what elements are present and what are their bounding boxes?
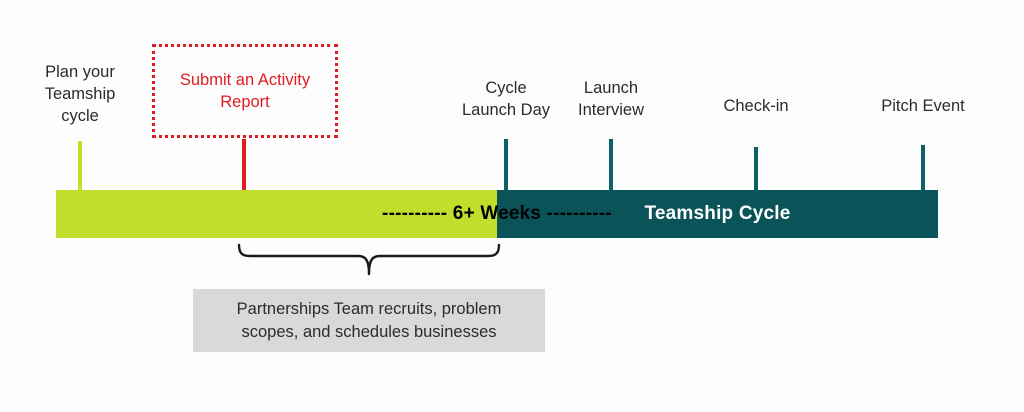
- tick-launch-interview: [609, 139, 613, 190]
- note-partnerships-team-text: Partnerships Team recruits, problem scop…: [236, 300, 502, 341]
- tick-pitch-event: [921, 145, 925, 190]
- tick-activity-report: [242, 139, 246, 190]
- label-check-in: Check-in: [723, 97, 789, 115]
- callout-activity-report-text: Submit an Activity Report: [179, 70, 311, 111]
- phase-label-prep-text: ---------- 6+ Weeks ----------: [382, 203, 612, 224]
- tick-cycle-launch: [504, 139, 508, 190]
- tick-check-in: [754, 147, 758, 190]
- callout-activity-report: Submit an Activity Report: [152, 44, 338, 138]
- phase-bar-teamship: [497, 190, 938, 238]
- phase-label-teamship: Teamship Cycle: [644, 203, 791, 224]
- tick-plan-cycle: [78, 141, 82, 190]
- label-launch-interview: Launch Interview: [577, 79, 645, 119]
- brace-bracket-icon: [237, 243, 501, 276]
- label-plan-cycle: Plan your Teamship cycle: [44, 63, 116, 125]
- label-pitch-event: Pitch Event: [881, 97, 965, 115]
- note-partnerships-team: Partnerships Team recruits, problem scop…: [193, 289, 545, 352]
- phase-bar-prep: [56, 190, 497, 238]
- label-cycle-launch: Cycle Launch Day: [461, 79, 551, 119]
